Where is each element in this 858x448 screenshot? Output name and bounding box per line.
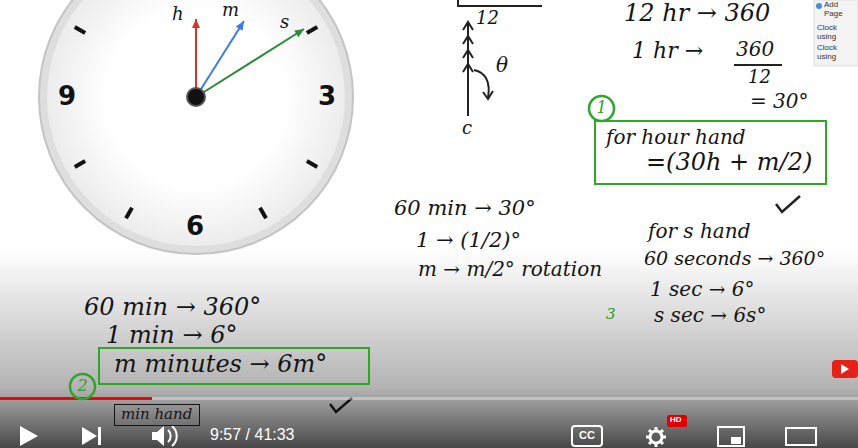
clock-hand — [196, 21, 244, 97]
fraction-denominator: 12 — [748, 67, 771, 88]
sidebar-item: Add Page — [824, 1, 856, 19]
fraction-numerator: 360 — [736, 38, 774, 61]
handwritten-note: for s hand — [648, 220, 750, 243]
sidebar-panel — [814, 0, 858, 66]
handwritten-note: 60 min → 30° — [394, 196, 536, 220]
hand-arrowhead — [294, 29, 304, 37]
sidebar-item: Clock using — [817, 44, 855, 62]
youtube-icon-play — [841, 364, 849, 374]
hand-arrowhead — [192, 19, 200, 28]
hand-letter: m — [222, 0, 239, 21]
progress-track — [0, 397, 858, 400]
handwritten-note: = 30° — [750, 90, 809, 113]
control-shade — [0, 250, 858, 448]
arc-arrowhead — [483, 91, 493, 99]
handwritten-note: 1 sec → 6° — [650, 278, 755, 301]
sidebar-item: Clock using — [817, 24, 855, 42]
handwritten-note: m → m/2° rotation — [418, 258, 602, 281]
hand-letter: h — [172, 4, 184, 25]
add-page-icon — [816, 3, 822, 9]
handwritten-note: 1 min → 6° — [106, 322, 237, 350]
play-icon — [20, 426, 38, 446]
hour-tick — [307, 161, 317, 167]
tag-text: min hand — [121, 406, 193, 423]
hour-tick — [260, 208, 266, 218]
step-number: 1 — [596, 99, 606, 117]
step-number: 3 — [606, 306, 616, 323]
caption-button: CC — [579, 429, 595, 442]
handwritten-note: 1 hr → — [632, 38, 703, 63]
theater-icon — [786, 428, 816, 445]
hour-tick — [307, 27, 317, 33]
check-mark — [776, 196, 800, 212]
clock-hand — [195, 19, 197, 97]
next-icon — [82, 427, 97, 445]
angle-arc — [474, 70, 489, 98]
formula-box: for hour hand=(30h + m/2) — [594, 120, 827, 185]
handwritten-note: s sec → 6s° — [654, 304, 766, 327]
step-number-circle: 1 — [587, 94, 616, 123]
handwritten-note: 12 hr → 360 — [624, 0, 770, 28]
hour-tick — [75, 161, 85, 167]
clock-hand — [196, 29, 304, 97]
formula: =(30h + m/2) — [646, 149, 813, 177]
clock-numeral: 9 — [58, 82, 76, 111]
step-number-circle: 2 — [68, 372, 97, 401]
settings-gear — [646, 427, 666, 447]
hour-tick — [75, 27, 85, 33]
formula: m minutes → 6m° — [114, 351, 328, 379]
circle-outline — [589, 96, 614, 121]
formula-heading: for hour hand — [606, 126, 813, 149]
clock-dial — [47, 0, 345, 246]
youtube-icon — [832, 360, 858, 378]
handwritten-note: 12 — [476, 8, 499, 29]
miniplayer-icon — [718, 427, 744, 446]
hd-badge — [667, 415, 687, 427]
hand-letter: s — [280, 12, 289, 33]
arrow-chevrons — [463, 22, 473, 72]
volume-waves — [168, 426, 177, 446]
handwritten-note: c — [462, 118, 472, 139]
quality-badge: HD — [670, 416, 682, 425]
hour-tick — [126, 208, 132, 218]
clock-hub — [187, 88, 205, 106]
circle-outline — [70, 374, 95, 399]
handwritten-note: 1 → (1/2)° — [416, 228, 521, 252]
miniplayer-inner — [731, 437, 741, 444]
hand-arrowhead — [236, 21, 244, 31]
clock-face: h m s 9 3 6 — [38, 0, 354, 255]
clock-rim — [39, 0, 353, 254]
step-number: 2 — [77, 377, 87, 395]
time-display: 9:57 / 41:33 — [210, 426, 295, 444]
sketch-line — [458, 0, 542, 6]
formula-box: m minutes → 6m° — [98, 347, 370, 385]
cc-icon — [572, 426, 602, 446]
fraction-bar — [734, 64, 782, 66]
next-icon-bar — [98, 427, 101, 445]
handwritten-note: 60 seconds → 360° — [644, 248, 825, 270]
tag-box: min hand — [114, 404, 200, 426]
clock-numeral: 3 — [318, 82, 336, 111]
volume-icon — [152, 426, 164, 446]
clock-numeral: 6 — [186, 212, 204, 241]
angle-symbol: θ — [496, 54, 508, 77]
handwritten-note: 60 min → 360° — [84, 294, 261, 322]
